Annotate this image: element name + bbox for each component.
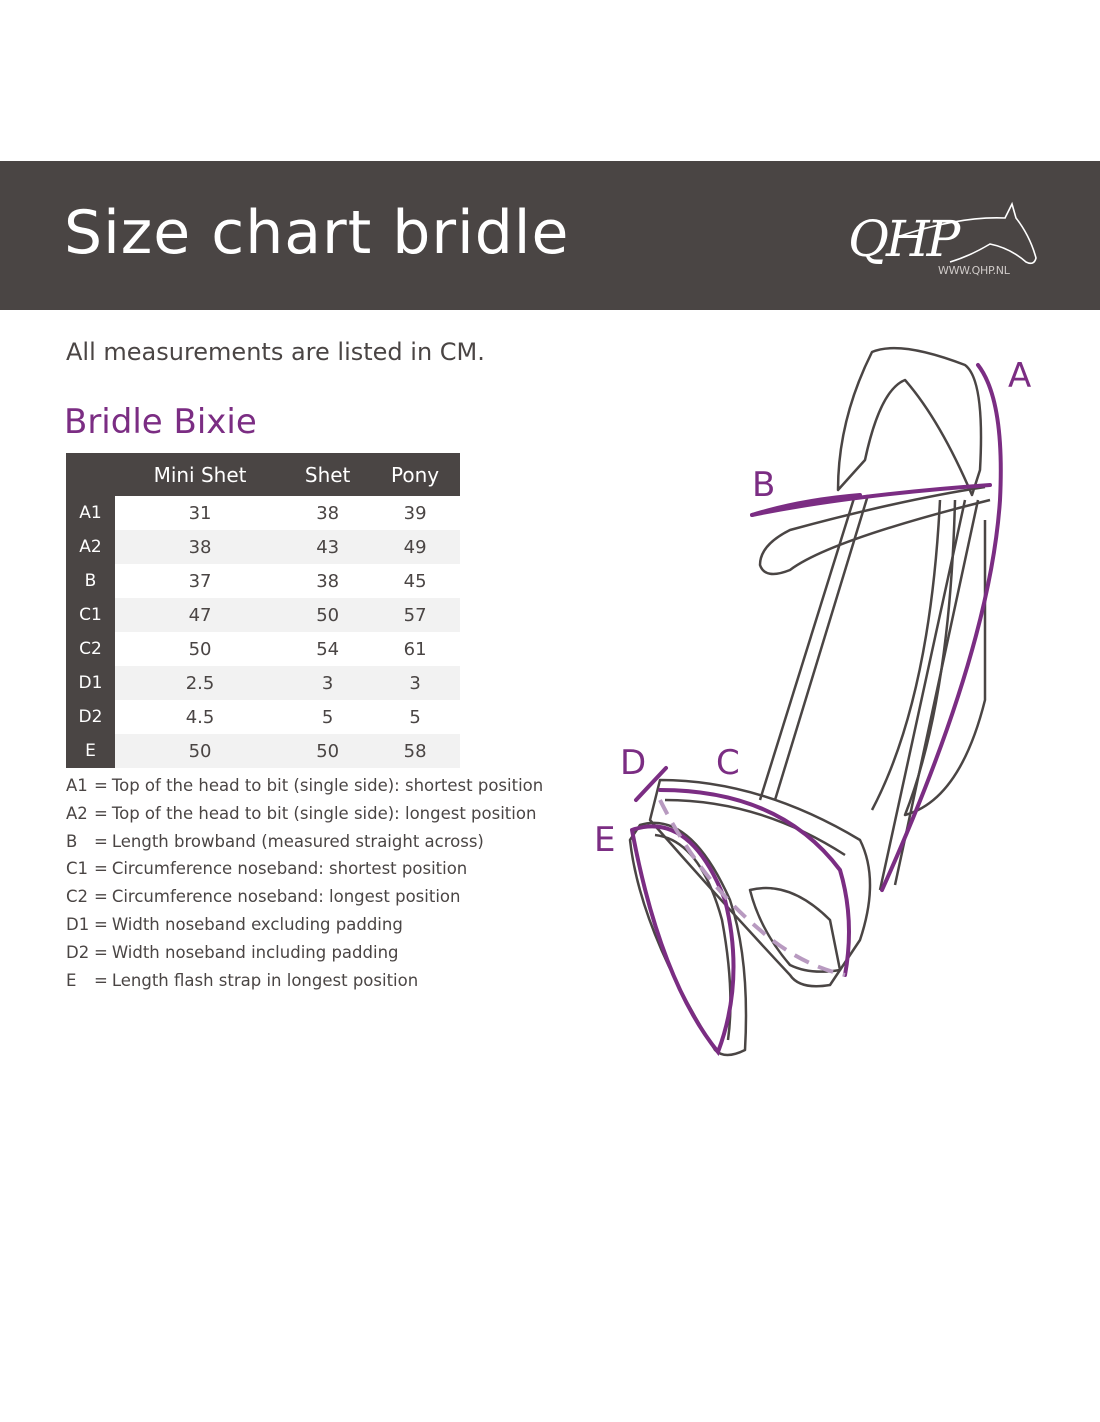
row-label: C1 bbox=[66, 598, 115, 632]
legend-text: Circumference noseband: longest position bbox=[111, 887, 461, 907]
legend-item: C1=Circumference noseband: shortest posi… bbox=[66, 855, 543, 883]
table-cell: 45 bbox=[403, 570, 427, 592]
legend-text: Length browband (measured straight acros… bbox=[111, 831, 484, 851]
row-label: A1 bbox=[66, 496, 115, 530]
row-label: D1 bbox=[66, 666, 115, 700]
legend-key: C1 bbox=[66, 859, 89, 879]
table-cell: 50 bbox=[285, 598, 371, 632]
legend-equals: = bbox=[94, 831, 108, 851]
legend-equals: = bbox=[94, 914, 108, 934]
legend-key: B bbox=[66, 831, 78, 851]
qhp-logo: QHP WWW.QHP.NL bbox=[840, 196, 1050, 286]
bridle-illustration bbox=[628, 346, 1003, 1057]
table-cell: 38 bbox=[316, 570, 340, 592]
table-cell: 58 bbox=[370, 734, 460, 768]
units-note: All measurements are listed in CM. bbox=[66, 338, 485, 366]
legend-equals: = bbox=[94, 859, 108, 879]
label-e: E bbox=[594, 820, 616, 860]
legend-text: Width noseband including padding bbox=[111, 942, 399, 962]
legend-item: E =Length flash strap in longest position bbox=[66, 967, 543, 995]
logo-text: QHP bbox=[848, 210, 960, 268]
label-b: B bbox=[752, 465, 776, 505]
legend-key: E bbox=[66, 970, 77, 990]
column-header: Pony bbox=[370, 453, 460, 496]
table-row: D2 4.5 5 5 bbox=[66, 700, 460, 734]
table-cell: 61 bbox=[403, 638, 427, 660]
corner-cell bbox=[66, 453, 115, 496]
logo-url: WWW.QHP.NL bbox=[938, 264, 1010, 277]
row-label: C2 bbox=[66, 632, 115, 666]
table-cell: 57 bbox=[370, 598, 460, 632]
page-title: Size chart bridle bbox=[64, 198, 570, 268]
table-cell: 43 bbox=[285, 530, 371, 564]
legend-text: Top of the head to bit (single side): lo… bbox=[111, 803, 537, 823]
header-banner bbox=[0, 161, 1100, 310]
measure-line-d bbox=[634, 766, 668, 802]
table-cell: 5 bbox=[321, 706, 334, 728]
table-cell: 49 bbox=[370, 530, 460, 564]
legend-text: Width noseband excluding padding bbox=[111, 914, 403, 934]
measure-line-c bbox=[658, 788, 851, 977]
measurement-legend: A1=Top of the head to bit (single side):… bbox=[66, 772, 543, 994]
legend-item: A2 =Top of the head to bit (single side):… bbox=[66, 800, 543, 828]
measure-line-e bbox=[630, 824, 736, 1056]
table-cell: 50 bbox=[115, 734, 286, 768]
table-cell: 50 bbox=[188, 638, 212, 660]
legend-key: D1 bbox=[66, 914, 90, 934]
label-c: C bbox=[716, 743, 740, 783]
label-d: D bbox=[620, 743, 647, 783]
product-title: Bridle Bixie bbox=[64, 402, 257, 442]
legend-item: B =Length browband (measured straight acr… bbox=[66, 828, 543, 856]
table-row: C2 50 54 61 bbox=[66, 632, 460, 666]
measure-line-b bbox=[750, 483, 992, 517]
legend-item: D1=Width noseband excluding padding bbox=[66, 911, 543, 939]
table-cell: 47 bbox=[115, 598, 286, 632]
table-row: B 37 38 45 bbox=[66, 564, 460, 598]
horse-head-icon bbox=[899, 201, 1037, 265]
legend-key: A2 bbox=[66, 803, 88, 823]
row-label: B bbox=[66, 564, 115, 598]
row-label: D2 bbox=[66, 700, 115, 734]
table-cell: 3 bbox=[285, 666, 371, 700]
legend-item: D2=Width noseband including padding bbox=[66, 939, 543, 967]
row-label: A2 bbox=[66, 530, 115, 564]
legend-text: Circumference noseband: shortest positio… bbox=[111, 859, 468, 879]
row-label: E bbox=[66, 734, 115, 768]
legend-equals: = bbox=[94, 942, 108, 962]
table-cell: 31 bbox=[188, 502, 212, 524]
table-cell: 4.5 bbox=[185, 706, 215, 728]
column-header: Shet bbox=[285, 453, 371, 496]
legend-key: D2 bbox=[66, 942, 90, 962]
table-cell: 38 bbox=[316, 502, 340, 524]
legend-item: C2=Circumference noseband: longest posit… bbox=[66, 883, 543, 911]
legend-key: C2 bbox=[66, 887, 89, 907]
legend-item: A1 =Top of the head to bit (single side):… bbox=[66, 772, 543, 800]
bridle-diagram bbox=[560, 330, 1060, 1074]
legend-equals: = bbox=[94, 776, 108, 795]
table-cell: 3 bbox=[370, 666, 460, 700]
table-cell: 39 bbox=[403, 502, 427, 524]
legend-equals: = bbox=[94, 803, 108, 823]
legend-text: Length flash strap in longest position bbox=[111, 970, 419, 990]
table-cell: 2.5 bbox=[115, 666, 286, 700]
column-header: Mini Shet bbox=[115, 453, 286, 496]
table-cell: 5 bbox=[409, 706, 421, 728]
table-cell: 54 bbox=[316, 638, 340, 660]
measure-line-a bbox=[880, 363, 1003, 892]
table-cell: 38 bbox=[115, 530, 286, 564]
table-row: A1 31 38 39 bbox=[66, 496, 460, 530]
legend-key: A1 bbox=[66, 776, 88, 795]
legend-equals: = bbox=[94, 887, 108, 907]
label-a: A bbox=[1008, 356, 1032, 396]
legend-text: Top of the head to bit (single side): sh… bbox=[111, 776, 544, 795]
table-cell: 50 bbox=[285, 734, 371, 768]
legend-equals: = bbox=[94, 970, 108, 990]
table-cell: 37 bbox=[188, 570, 212, 592]
